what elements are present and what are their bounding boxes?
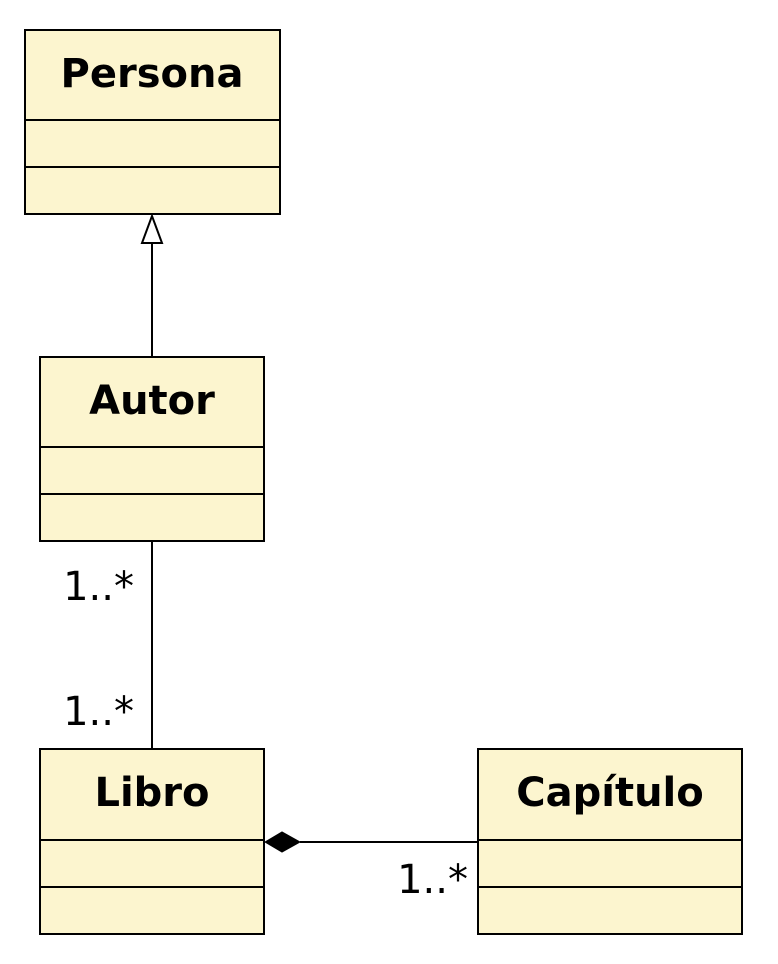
class-persona: Persona	[24, 29, 281, 215]
class-libro: Libro	[39, 748, 265, 935]
association-multiplicity-libro: 1..*	[63, 689, 134, 735]
class-capitulo-name: Capítulo	[516, 770, 703, 816]
generalization-arrowhead	[140, 213, 164, 244]
generalization-autor-persona	[140, 213, 164, 357]
class-autor: Autor	[39, 356, 265, 542]
association-multiplicity-autor: 1..*	[63, 564, 134, 610]
class-capitulo: Capítulo	[477, 748, 743, 935]
class-persona-box	[24, 29, 281, 215]
class-libro-name: Libro	[94, 770, 209, 816]
class-autor-name: Autor	[89, 378, 215, 424]
composition-diamond	[264, 831, 302, 853]
class-persona-name: Persona	[61, 51, 244, 97]
association-autor-libro: 1..* 1..*	[63, 541, 153, 749]
class-libro-box	[39, 748, 265, 935]
composition-libro-capitulo: 1..*	[264, 831, 478, 903]
composition-multiplicity-capitulo: 1..*	[397, 857, 468, 903]
class-capitulo-box	[477, 748, 743, 935]
